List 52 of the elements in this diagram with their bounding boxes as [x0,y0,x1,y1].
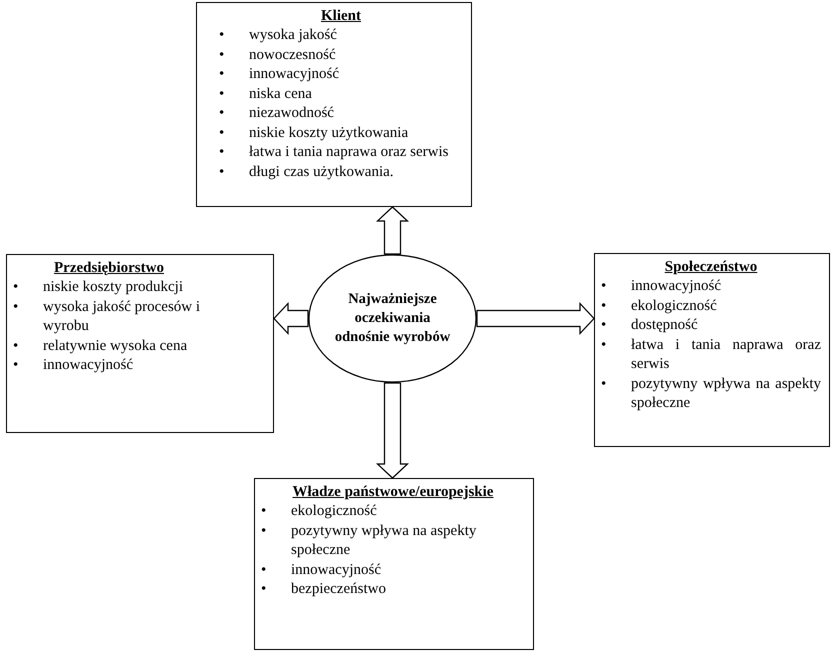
box-heading: Przedsiębiorstwo [53,259,165,278]
list-item: relatywnie wysoka cena [43,336,188,356]
bullet: • [219,65,226,84]
list-item: niezawodność [249,104,335,123]
list-item: długi czas użytkowania. [249,162,395,182]
list-item: niska cena [249,84,313,104]
bullet: • [13,336,20,356]
bullet: • [13,278,20,297]
bullet: • [219,143,226,162]
text-box [196,2,472,207]
list-item: łatwa i tania naprawa oraz serwis [249,143,450,162]
text-box [254,478,534,650]
bullet: • [219,104,226,123]
bullet: • [261,502,268,521]
list-item: innowacyjność [43,356,134,375]
list-item: pozytywny wpływa na aspekty społeczne [631,374,821,413]
block-arrow [376,206,410,255]
bullet: • [13,356,20,375]
box-heading: Klient [320,7,362,26]
list-item: wysoka jakość [249,26,338,45]
bullet: • [13,298,20,316]
bullet: • [219,46,226,64]
bullet: • [601,336,608,354]
bullet: • [601,316,608,335]
bullet: • [261,580,268,599]
list-item: niskie koszty użytkowania [249,124,410,142]
text-box [594,253,830,447]
box-heading: Władze państwowe/europejskie [292,483,494,502]
bullet: • [601,277,608,296]
block-arrow [476,302,595,336]
block-arrow [376,382,410,479]
bullet: • [601,374,608,394]
list-item: niskie koszty produkcji [43,278,184,297]
bullet: • [219,124,226,142]
bullet: • [219,162,226,182]
list-item: nowoczesność [249,46,337,64]
list-item: dostępność [631,316,699,335]
box-heading: Społeczeństwo [664,258,758,277]
list-item: ekologiczność [291,502,378,521]
bullet: • [601,296,608,316]
text-box [6,254,274,433]
node-title: Najważniejsze oczekiwania odnośnie wyrobów [334,290,452,347]
list-item: innowacyjność [291,560,382,580]
list-item: innowacyjność [631,277,722,296]
list-item: bezpieczeństwo [291,580,387,599]
block-arrow [273,302,309,336]
bullet: • [219,84,226,104]
list-item: innowacyjność [249,65,340,84]
list-item: ekologiczność [631,296,718,316]
bullet: • [261,522,268,540]
bullet: • [219,26,226,45]
bullet: • [261,560,268,580]
